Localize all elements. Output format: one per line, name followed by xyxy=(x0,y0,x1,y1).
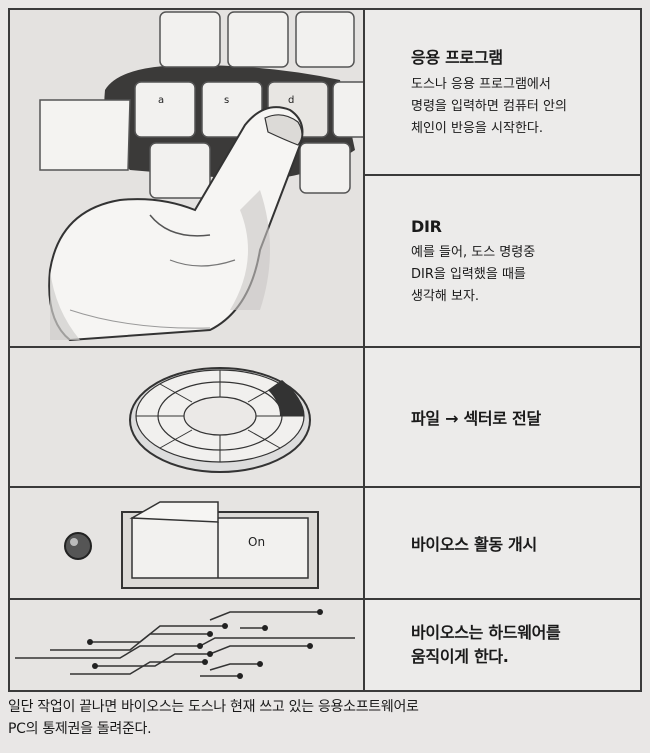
disk-sector-illustration xyxy=(10,348,365,486)
file-to-sector-text: 파일 → 섹터로 전달 xyxy=(365,348,640,486)
dir-body: 예를 들어, 도스 명령중 DIR을 입력했을 때를 생각해 보자. xyxy=(411,242,640,308)
circuit-row: 바이오스는 하드웨어를 움직이게 한다. xyxy=(10,600,640,690)
app-program-text: 응용 프로그램 도스나 응용 프로그램에서 명령을 입력하면 컴퓨터 안의 체인… xyxy=(365,10,640,174)
hardware-control-text: 바이오스는 하드웨어를 움직이게 한다. xyxy=(365,600,640,690)
bios-switch-illustration: On xyxy=(10,488,365,598)
key-s-label: s xyxy=(224,95,229,106)
key-d-label: d xyxy=(288,95,294,106)
keyboard-hand-illustration: a s d xyxy=(10,10,365,346)
bios-start-title: 바이오스 활동 개시 xyxy=(411,531,640,555)
key-a-label: a xyxy=(158,95,164,106)
figure-caption: 일단 작업이 끝나면 바이오스는 도스나 현재 쓰고 있는 응용소프트웨어로 P… xyxy=(8,696,642,740)
circuit-illustration xyxy=(10,600,365,690)
file-to-sector-title: 파일 → 섹터로 전달 xyxy=(411,405,640,429)
app-program-body: 도스나 응용 프로그램에서 명령을 입력하면 컴퓨터 안의 체인이 반응을 시작… xyxy=(411,74,640,140)
app-program-title: 응용 프로그램 xyxy=(411,44,640,68)
hardware-control-title: 바이오스는 하드웨어를 움직이게 한다. xyxy=(411,621,640,669)
dir-title: DIR xyxy=(411,217,640,236)
illustration-panel: a s d 응용 프로그램 도스나 응용 프로그램에서 명령을 입력하면 컴퓨터… xyxy=(8,8,642,692)
switch-on-label: On xyxy=(248,535,265,549)
keyboard-row: a s d 응용 프로그램 도스나 응용 프로그램에서 명령을 입력하면 컴퓨터… xyxy=(10,10,640,348)
switch-row: On 바이오스 활동 개시 xyxy=(10,488,640,600)
dir-text: DIR 예를 들어, 도스 명령중 DIR을 입력했을 때를 생각해 보자. xyxy=(365,176,640,348)
disk-row: 파일 → 섹터로 전달 xyxy=(10,348,640,488)
bios-start-text: 바이오스 활동 개시 xyxy=(365,488,640,598)
